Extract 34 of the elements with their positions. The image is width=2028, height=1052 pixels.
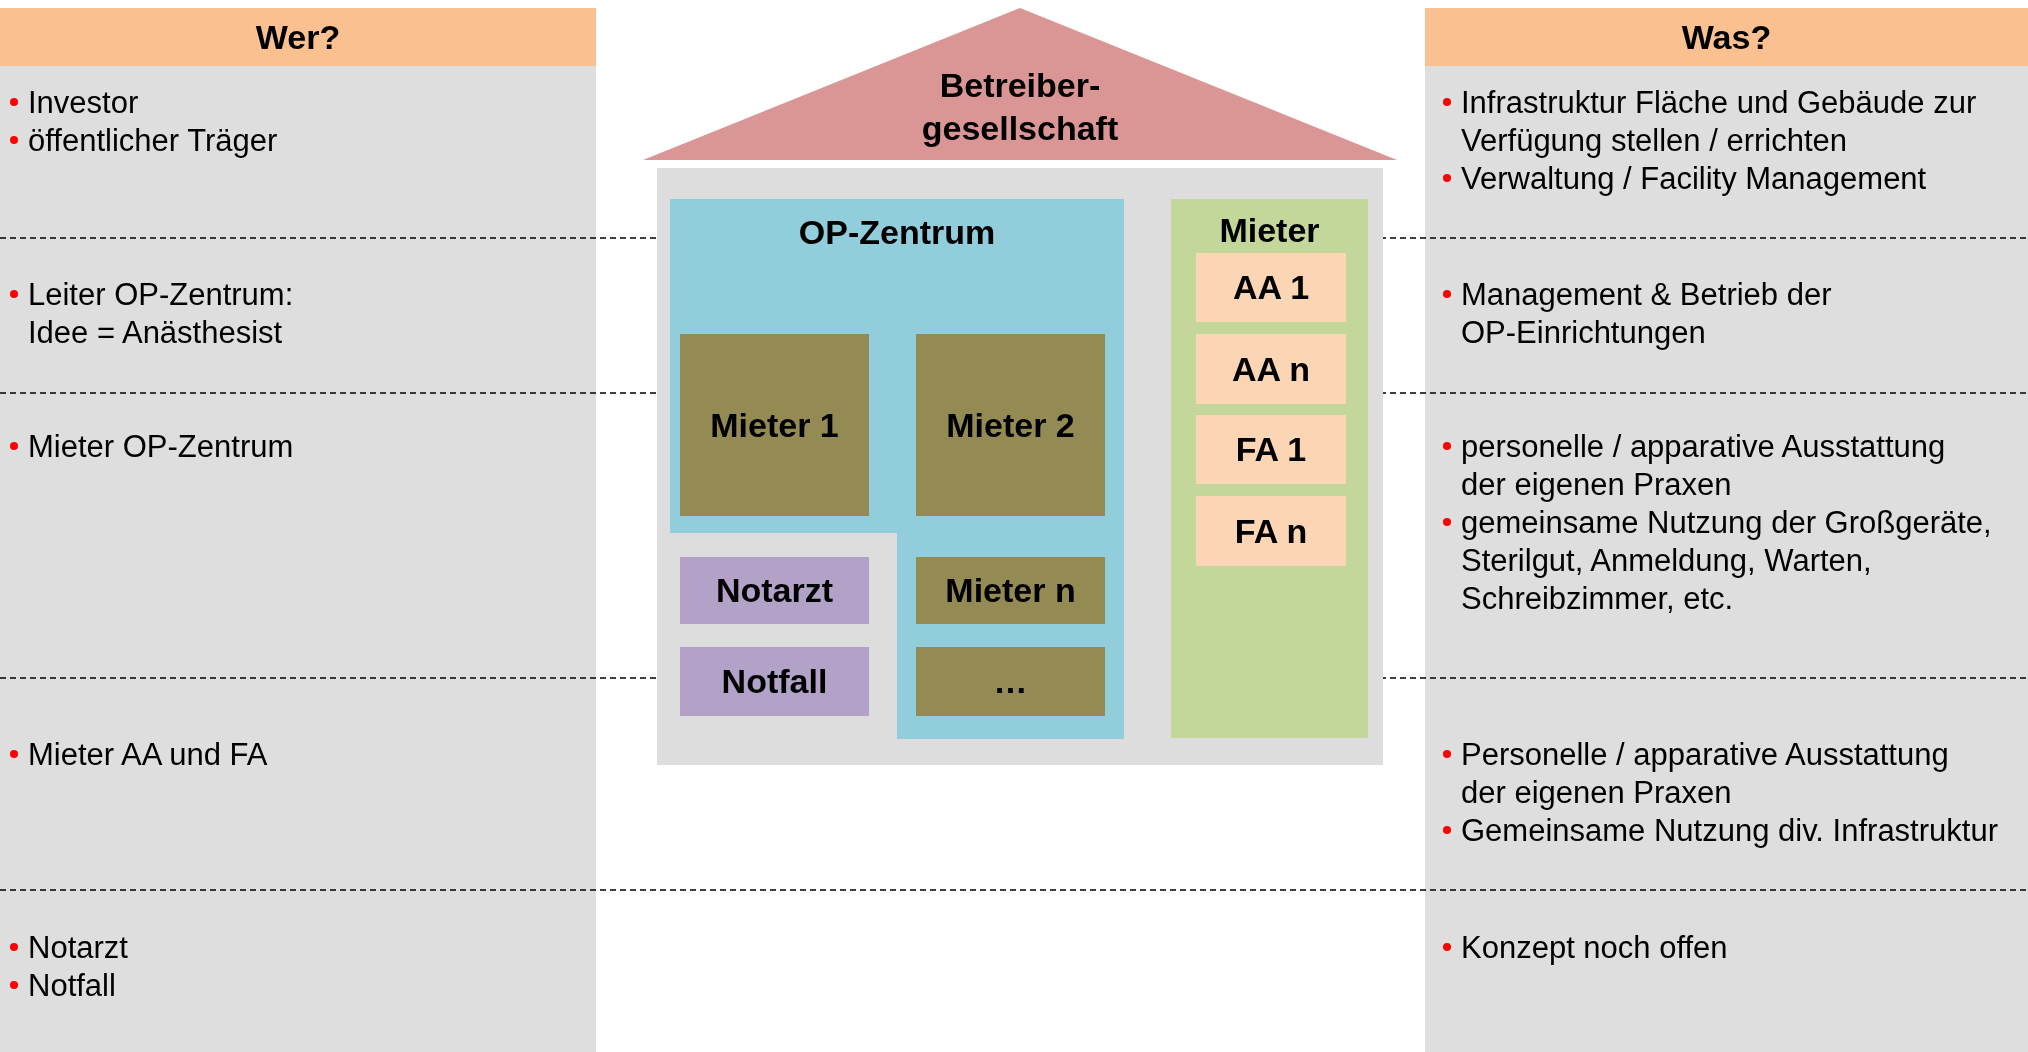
- bullet-text: gemeinsame Nutzung der Großgeräte, Sterilgut, Anmeldung, Warten, Schreibzimmer, etc.: [1461, 505, 1992, 616]
- bullet-text: Leiter OP-Zentrum: Idee = Anästhesist: [28, 277, 294, 350]
- column-panel: [0, 8, 596, 1052]
- tenant-box: FA 1: [1196, 415, 1346, 484]
- tenant-box: Mieter 1: [680, 334, 869, 516]
- tenant-box: Notfall: [680, 647, 869, 716]
- bullet-text: Notfall: [28, 968, 116, 1003]
- column-header: Was?: [1425, 8, 2028, 66]
- tenant-box: FA n: [1196, 496, 1346, 566]
- tenant-box: AA 1: [1196, 253, 1346, 322]
- bullet-text: Investor: [28, 85, 139, 120]
- tenant-box: Notarzt: [680, 557, 869, 624]
- column-title: Mieter: [1218, 211, 1321, 250]
- bullet-text: Mieter AA und FA: [28, 737, 268, 772]
- tenant-box: Mieter n: [916, 557, 1105, 624]
- roof-label: Betreiber- gesellschaft: [920, 65, 1120, 149]
- bullet-text: Infrastruktur Fläche und Gebäude zur Verfügung stellen / errichten: [1461, 85, 1977, 158]
- bullet-text: Gemeinsame Nutzung div. Infrastruktur: [1461, 813, 1998, 848]
- roof-triangle: [643, 8, 1397, 160]
- column-panel: [1425, 8, 2028, 1052]
- column-panel: [1171, 199, 1368, 738]
- column-header: Wer?: [0, 8, 596, 66]
- tenant-box: AA n: [1196, 334, 1346, 404]
- bullet-text: Mieter OP-Zentrum: [28, 429, 294, 464]
- house-body: [657, 168, 1383, 765]
- bullet-text: öffentlicher Träger: [28, 123, 278, 158]
- bullet-text: Management & Betrieb der OP-Einrichtungen: [1461, 277, 1832, 350]
- tenant-box: …: [916, 647, 1105, 716]
- area-title: OP-Zentrum: [797, 213, 997, 252]
- bullet-text: Notarzt: [28, 930, 128, 965]
- bullet-text: Verwaltung / Facility Management: [1461, 161, 1927, 196]
- tenant-box: Mieter 2: [916, 334, 1105, 516]
- bullet-text: Konzept noch offen: [1461, 930, 1728, 965]
- bullet-text: Personelle / apparative Ausstattung der eigenen Praxen: [1461, 737, 1949, 810]
